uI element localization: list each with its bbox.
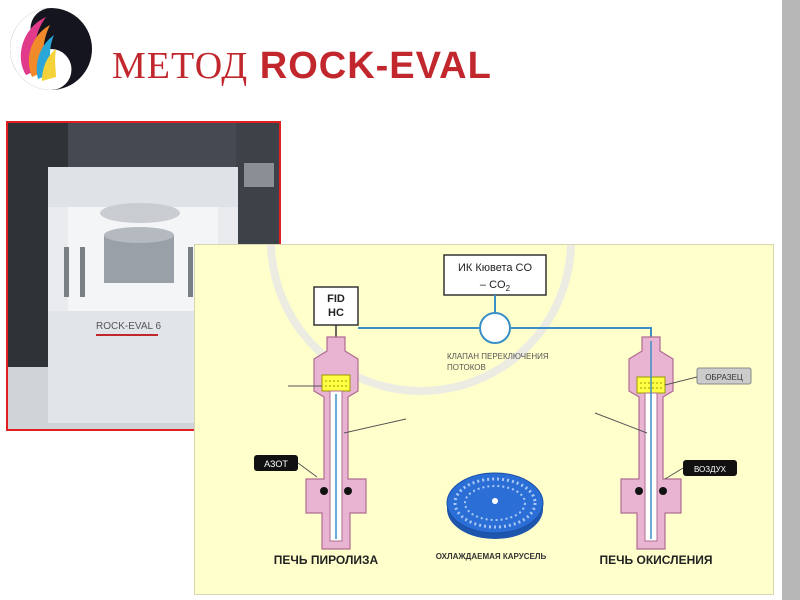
- oxidation-furnace-label: ПЕЧЬ ОКИСЛЕНИЯ: [599, 553, 712, 567]
- nitrogen-label: АЗОТ: [264, 459, 288, 469]
- instrument-label: ROCK-EVAL 6: [96, 321, 161, 332]
- valve-label-line1: КЛАПАН ПЕРЕКЛЮЧЕНИЯ: [447, 352, 549, 361]
- rock-eval-diagram: ИК Кювета CO – CO2 FID HC КЛАПАН ПЕРЕКЛЮ…: [194, 87, 774, 595]
- ik-box-line1: ИК Кювета CO: [458, 262, 533, 274]
- slide-title: МЕТОД ROCK-EVAL: [112, 44, 492, 88]
- title-word-method: МЕТОД: [112, 45, 249, 87]
- company-logo: [6, 5, 96, 93]
- ik-box-co: – CO: [480, 279, 506, 291]
- title-word-rock-eval: ROCK-EVAL: [259, 45, 492, 87]
- valve-label-line2: ПОТОКОВ: [447, 363, 486, 372]
- switching-valve: [479, 312, 511, 344]
- sample-label: ОБРАЗЕЦ: [705, 373, 743, 382]
- air-label: ВОЗДУХ: [694, 465, 727, 474]
- hc-label: HC: [328, 307, 344, 319]
- ik-box-line2: – CO2: [480, 279, 511, 293]
- pyrolysis-furnace-label: ПЕЧЬ ПИРОЛИЗА: [274, 553, 379, 567]
- carousel-label: ОХЛАЖДАЕМАЯ КАРУСЕЛЬ: [436, 552, 547, 561]
- fid-label: FID: [327, 293, 345, 305]
- slide-edge: [782, 0, 800, 600]
- ik-box-subscript: 2: [506, 284, 511, 293]
